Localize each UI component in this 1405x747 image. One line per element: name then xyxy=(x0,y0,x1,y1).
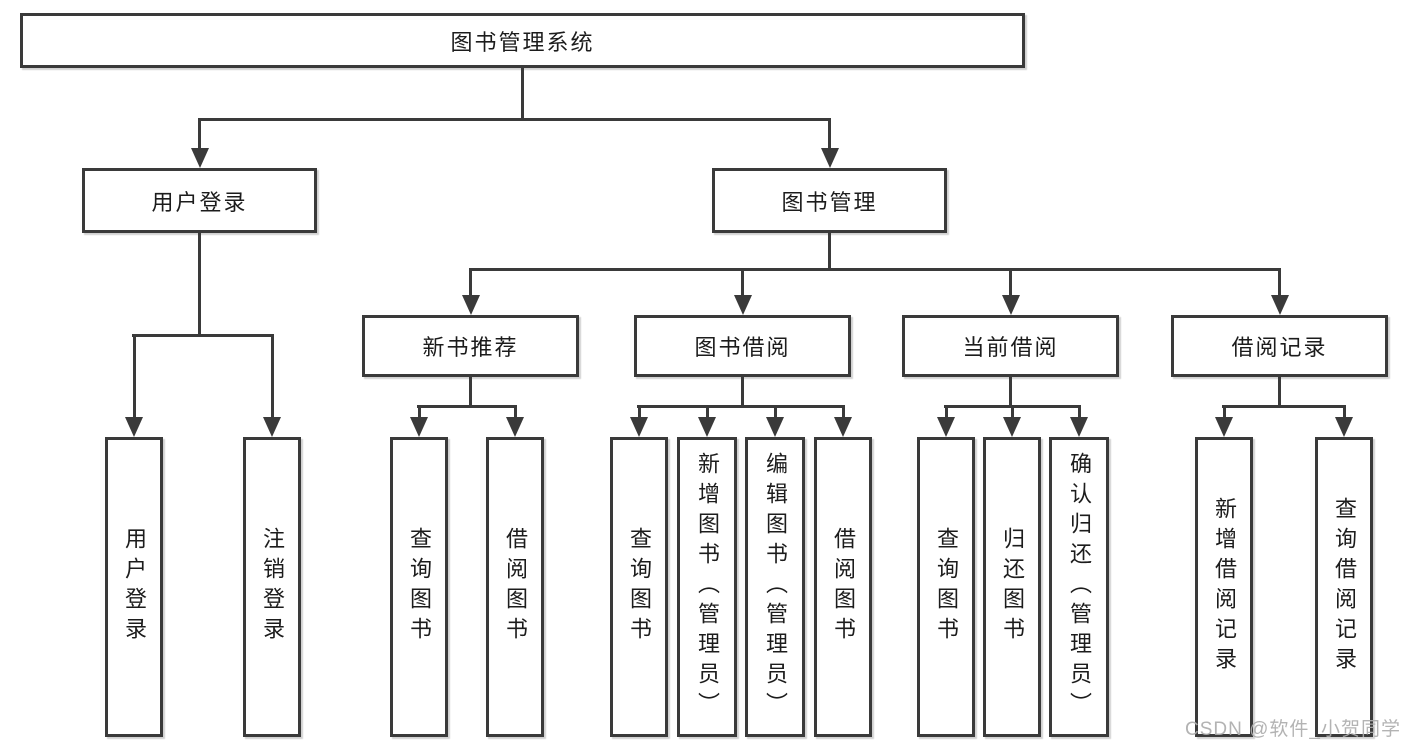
arrow-down-icon xyxy=(461,295,480,315)
leaf-user-login: 用户登录 xyxy=(105,437,163,737)
connector-arm-leaf xyxy=(944,405,948,419)
connector-arm-leaf xyxy=(841,405,845,419)
connector-root-stem xyxy=(521,68,524,121)
connector-arm-leaf xyxy=(417,405,421,419)
connector-arm-leaf xyxy=(513,405,517,419)
arrow-down-icon xyxy=(190,148,209,168)
connector-arm-leaf xyxy=(637,405,641,419)
connector-arm-leaf xyxy=(1342,405,1346,419)
connector-borrowing-records-bar xyxy=(1222,405,1346,408)
arrow-down-icon xyxy=(410,417,428,437)
arrow-down-icon xyxy=(1215,417,1233,437)
connector-arm-leaf xyxy=(1077,405,1081,419)
connector-user-login-stem xyxy=(198,233,201,337)
arrow-down-icon xyxy=(1270,295,1289,315)
connector-arm-leaf xyxy=(1010,405,1014,419)
connector-arm-leaf-user-login xyxy=(132,334,136,419)
arrow-down-icon xyxy=(733,295,752,315)
node-user-login: 用户登录 xyxy=(82,168,317,233)
connector-borrowing-records-stem xyxy=(1278,377,1281,407)
leaf-query-books-current: 查询图书 xyxy=(917,437,975,737)
arrow-down-icon xyxy=(506,417,524,437)
connector-new-book-bar xyxy=(417,405,517,408)
connector-user-login-bar xyxy=(132,334,274,337)
connector-arm-leaf xyxy=(773,405,777,419)
node-root: 图书管理系统 xyxy=(20,13,1025,68)
connector-arm-leaf-logout xyxy=(270,334,274,419)
leaf-query-books-recommendation: 查询图书 xyxy=(390,437,448,737)
arrow-down-icon xyxy=(630,417,648,437)
leaf-borrow-books-borrowing: 借阅图书 xyxy=(814,437,872,737)
connector-arm-leaf xyxy=(705,405,709,419)
node-book-borrowing: 图书借阅 xyxy=(634,315,851,377)
leaf-add-books-admin: 新增图书（管理员） xyxy=(677,437,737,737)
arrow-down-icon xyxy=(766,417,784,437)
connector-arm-book-borrowing xyxy=(741,268,744,297)
leaf-return-books: 归还图书 xyxy=(983,437,1041,737)
arrow-down-icon xyxy=(1070,417,1088,437)
connector-book-borrowing-stem xyxy=(741,377,744,407)
leaf-query-borrow-record: 查询借阅记录 xyxy=(1315,437,1373,737)
connector-book-management-stem xyxy=(828,233,831,271)
leaf-add-borrow-record: 新增借阅记录 xyxy=(1195,437,1253,737)
arrow-down-icon xyxy=(937,417,955,437)
connector-arm-current-borrowing xyxy=(1009,268,1012,297)
leaf-borrow-books-recommendation: 借阅图书 xyxy=(486,437,544,737)
connector-arm-user-login xyxy=(198,118,201,151)
connector-current-borrowing-stem xyxy=(1009,377,1012,407)
leaf-confirm-return-admin: 确认归还（管理员） xyxy=(1049,437,1109,737)
arrow-down-icon xyxy=(834,417,852,437)
connector-arm-new-book xyxy=(469,268,472,297)
connector-book-borrowing-bar xyxy=(637,405,844,408)
csdn-watermark: CSDN @软件_小贺同学 xyxy=(1185,719,1401,740)
node-new-book-recommendation: 新书推荐 xyxy=(362,315,579,377)
node-current-borrowing: 当前借阅 xyxy=(902,315,1119,377)
arrow-down-icon xyxy=(1001,295,1020,315)
arrow-down-icon xyxy=(820,148,839,168)
node-book-management: 图书管理 xyxy=(712,168,947,233)
arrow-down-icon xyxy=(1003,417,1021,437)
arrow-down-icon xyxy=(698,417,716,437)
leaf-edit-books-admin: 编辑图书（管理员） xyxy=(745,437,805,737)
connector-arm-borrowing-records xyxy=(1278,268,1281,297)
connector-arm-leaf xyxy=(1222,405,1226,419)
connector-new-book-stem xyxy=(469,377,472,407)
arrow-down-icon xyxy=(263,417,281,437)
connector-arm-book-management xyxy=(828,118,831,151)
leaf-query-books-borrowing: 查询图书 xyxy=(610,437,668,737)
connector-level1-bar xyxy=(198,118,831,121)
arrow-down-icon xyxy=(125,417,143,437)
leaf-logout-login: 注销登录 xyxy=(243,437,301,737)
node-borrowing-records: 借阅记录 xyxy=(1171,315,1388,377)
arrow-down-icon xyxy=(1335,417,1353,437)
connector-level3-bar xyxy=(469,268,1281,271)
